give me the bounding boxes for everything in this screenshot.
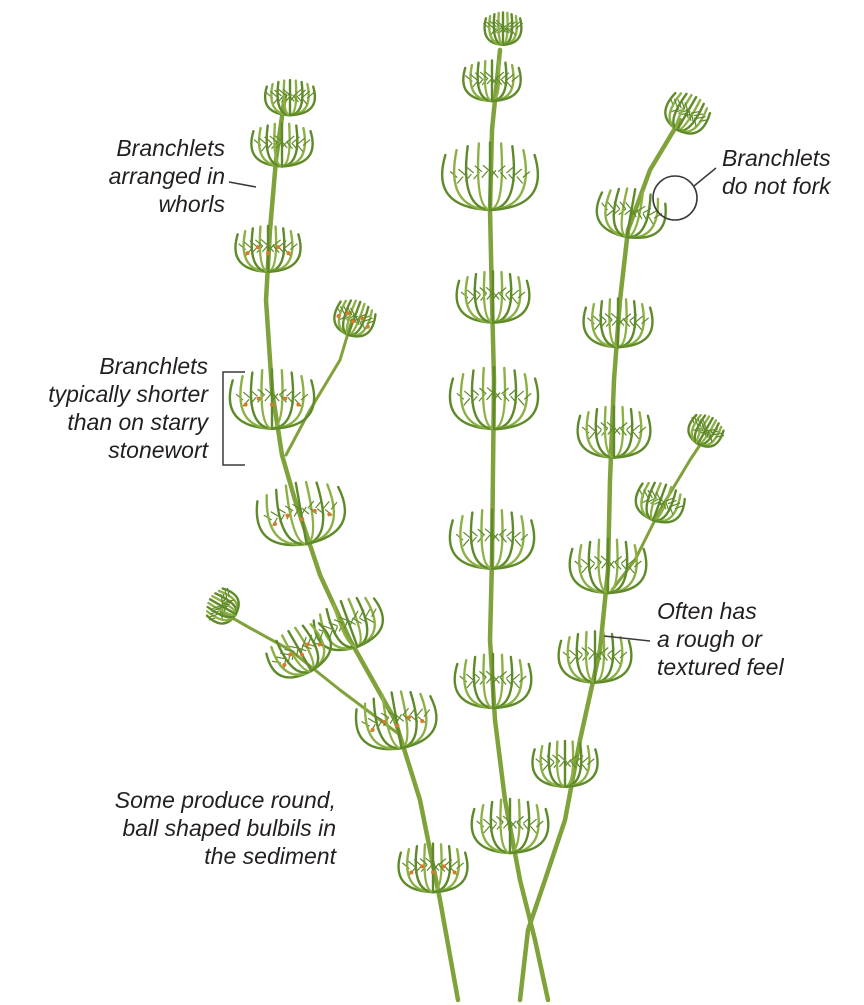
stem-left-branch [286, 320, 352, 455]
annotation-shorter-branchlets: Branchlets typically shorter than on sta… [10, 352, 208, 464]
bract [494, 671, 507, 683]
oogonium-dot [296, 403, 300, 407]
branchlet-whorl [230, 369, 314, 428]
annotation-line: do not fork [722, 172, 862, 200]
branchlet-whorl [252, 475, 350, 551]
annotation-line: Some produce round, [60, 786, 336, 814]
annotation-line: Often has [657, 597, 827, 625]
branchlet-whorl [352, 685, 441, 755]
annotation-no-fork: Branchlets do not fork [722, 144, 862, 200]
oogonium-dot [409, 870, 413, 874]
branchlet-whorl [260, 615, 339, 687]
branchlet-whorl [682, 409, 729, 453]
bract [450, 172, 463, 184]
branchlet-whorl [578, 406, 651, 457]
oogonium-dot [270, 403, 274, 407]
bract [594, 556, 607, 568]
oogonium-dot [453, 870, 457, 874]
annotation-line: Branchlets [722, 144, 862, 172]
branchlet-whorl [235, 226, 300, 272]
branchlet-whorl [532, 741, 597, 787]
branchlet-whorl [472, 799, 549, 853]
oogonium-dot [442, 864, 446, 868]
annotation-bulbils: Some produce round, ball shaped bulbils … [60, 786, 336, 870]
annotation-line: typically shorter [10, 380, 208, 408]
leader-rough [604, 636, 650, 641]
oogonium-dot [431, 870, 435, 874]
branchlet-whorl [450, 367, 538, 429]
branchlet-whorl [201, 583, 245, 630]
bract [518, 393, 531, 405]
bract [582, 648, 595, 660]
oogonium-dot [256, 245, 260, 249]
stem-right [520, 120, 680, 1000]
annotation-line: textured feel [657, 653, 827, 681]
oogonium-dot [244, 403, 248, 407]
branchlet-whorl [593, 183, 669, 243]
branchlet-whorl [463, 61, 520, 102]
oogonium-dot [257, 397, 261, 401]
leader-no-fork [694, 168, 716, 186]
annotation-whorls: Branchlets arranged in whorls [60, 134, 225, 218]
branchlet-whorl [450, 509, 534, 568]
oogonium-dot [327, 512, 332, 517]
branchlet-whorl [399, 844, 468, 893]
oogonium-dot [276, 245, 280, 249]
oogonium-dot [286, 251, 290, 255]
branchlet-whorl [442, 143, 538, 211]
bract [457, 393, 470, 405]
annotation-line: a rough or [657, 625, 827, 653]
branchlet-whorl [559, 631, 632, 682]
annotation-line: stonewort [10, 436, 208, 464]
oogonium-dot [266, 251, 270, 255]
annotation-line: the sediment [60, 842, 336, 870]
branchlet-whorl [265, 80, 315, 115]
leader-whorls [229, 182, 256, 187]
stem-middle [490, 50, 548, 1000]
branchlet-whorl [329, 295, 380, 342]
branchlet-whorl [457, 271, 530, 322]
annotation-line: Branchlets [60, 134, 225, 162]
annotation-line: ball shaped bulbils in [60, 814, 336, 842]
branchlet-whorl [630, 476, 688, 528]
annotation-rough-texture: Often has a rough or textured feel [657, 597, 827, 681]
branchlet-whorl [584, 299, 653, 348]
annotation-line: arranged in [60, 162, 225, 190]
branchlet-whorl [483, 12, 522, 44]
annotation-line: whorls [60, 190, 225, 218]
oogonium-dot [283, 397, 287, 401]
branchlet-whorl [658, 86, 714, 140]
bract [517, 172, 530, 184]
oogonium-dot [246, 251, 250, 255]
annotation-line: Branchlets [10, 352, 208, 380]
bract [417, 709, 432, 723]
oogonium-dot [420, 864, 424, 868]
branchlet-whorl [570, 539, 647, 593]
bract [511, 816, 524, 828]
fork-highlight-circle [653, 176, 697, 220]
bract [552, 755, 565, 767]
branchlet-whorl [455, 654, 532, 708]
branchlet-whorl [251, 123, 312, 166]
annotation-line: than on starry [10, 408, 208, 436]
